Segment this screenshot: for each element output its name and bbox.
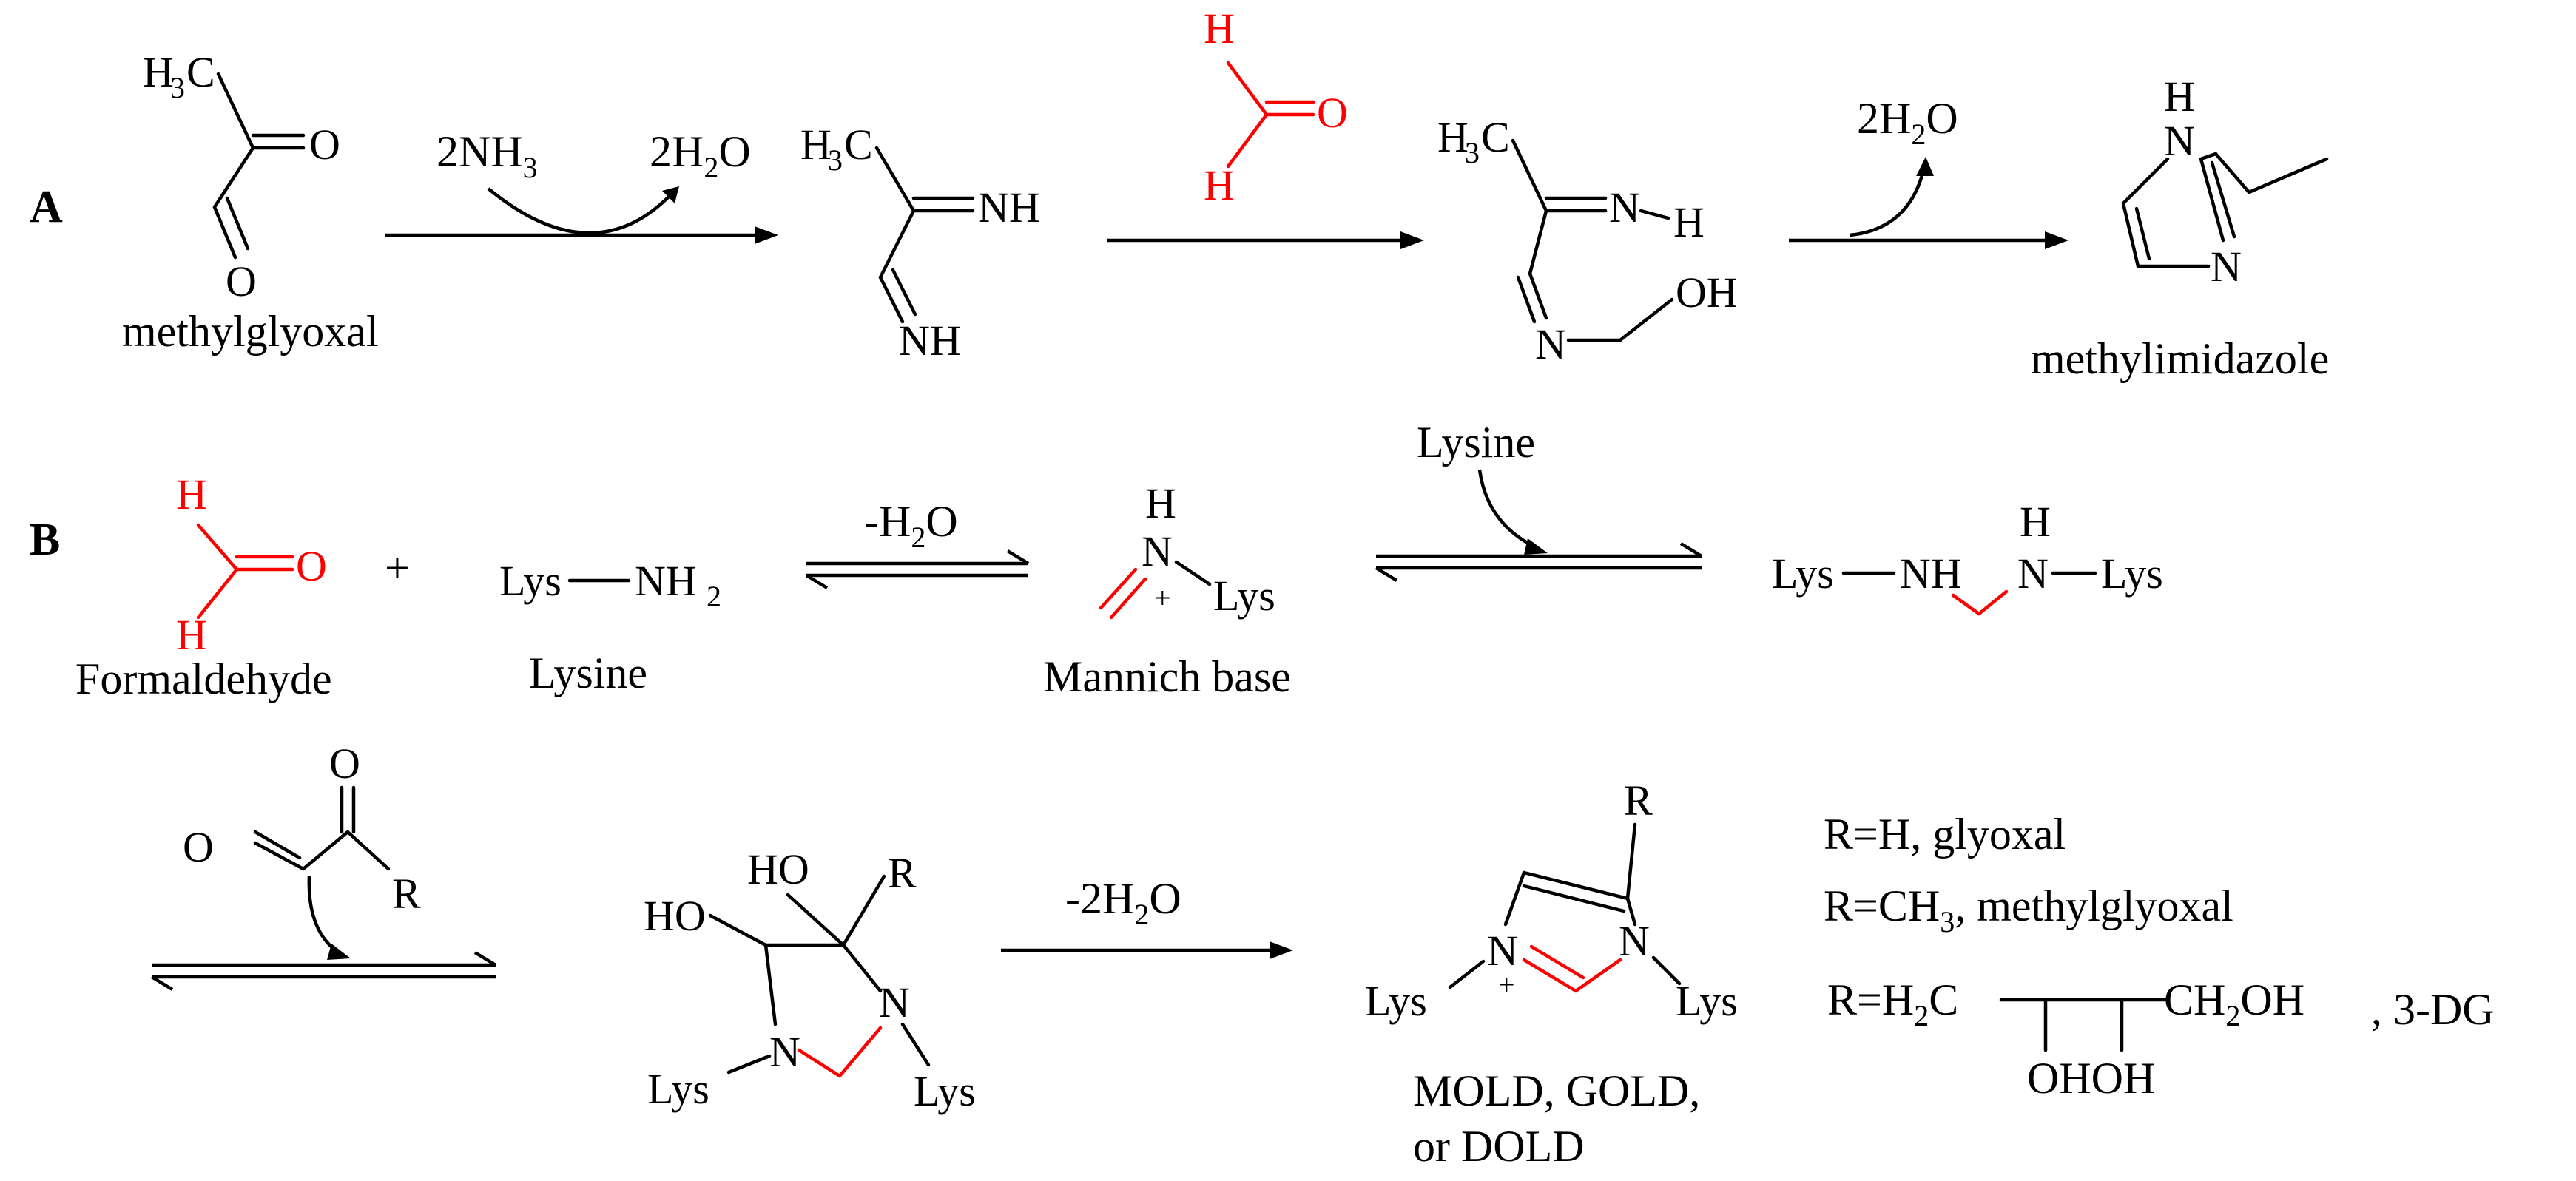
product-label-line2: or DOLD [1413, 1122, 1585, 1171]
methylimidazole-label: methylimidazole [2031, 334, 2329, 383]
svg-text:N: N [1609, 183, 1640, 231]
svg-text:Lys: Lys [914, 1067, 976, 1115]
svg-text:CH2OH: CH2OH [2164, 975, 2304, 1032]
svg-text:OH: OH [1676, 268, 1738, 317]
svg-text:R: R [888, 849, 917, 897]
svg-text:C: C [844, 121, 873, 169]
svg-text:HO: HO [747, 845, 809, 893]
svg-text:, 3-DG: , 3-DG [2371, 985, 2495, 1034]
svg-text:+: + [1498, 968, 1515, 1001]
diol-structure: HO HO R N N Lys Lys [644, 845, 976, 1115]
svg-text:HO: HO [644, 892, 706, 940]
svg-text:NH: NH [978, 183, 1040, 231]
svg-text:H: H [1145, 479, 1176, 527]
ammonia-reagent: 2NH3 [436, 127, 538, 184]
product-label-line1: MOLD, GOLD, [1413, 1066, 1700, 1115]
imidazolium-structure: R N + N Lys Lys [1365, 776, 1738, 1025]
svg-text:C: C [1481, 113, 1510, 161]
svg-text:N: N [1487, 927, 1518, 975]
svg-text:H: H [2020, 498, 2051, 546]
svg-text:N: N [2164, 117, 2195, 165]
svg-text:Lys: Lys [1213, 572, 1275, 620]
svg-text:Lys: Lys [647, 1065, 709, 1113]
mannich-base-label: Mannich base [1043, 652, 1291, 701]
svg-text:N: N [769, 1028, 800, 1076]
methyl-sub: 3 [170, 71, 185, 104]
svg-text:N: N [2211, 243, 2242, 291]
svg-text:R=H2C: R=H2C [1827, 975, 1958, 1032]
svg-text:H: H [1437, 113, 1469, 161]
equilibrium-arrow-b3 [150, 876, 497, 991]
methylglyoxal-label: methylglyoxal [122, 307, 379, 356]
ketone-o: O [309, 121, 340, 169]
svg-text:H: H [1673, 198, 1705, 246]
water-loss-1: -H2O [864, 497, 958, 554]
reaction-arrow-b4 [1001, 941, 1293, 959]
svg-text:OHOH: OHOH [2027, 1054, 2155, 1103]
svg-text:NH: NH [1900, 549, 1962, 598]
svg-text:Lys: Lys [2101, 549, 2163, 598]
lysine-structure: Lys NH 2 [499, 557, 721, 613]
svg-text:2: 2 [707, 580, 721, 613]
svg-text:Lys: Lys [1365, 977, 1427, 1025]
panel-b-label: B [30, 515, 60, 565]
dicarbonyl-structure: O O R [183, 740, 421, 918]
svg-text:N: N [879, 978, 910, 1026]
diimine-structure: H 3 C NH NH [800, 121, 1040, 365]
svg-text:R: R [1624, 776, 1653, 825]
svg-text:R: R [392, 870, 421, 918]
formaldehyde-label: Formaldehyde [75, 654, 332, 703]
water-product-2: 2H2O [1857, 94, 1958, 151]
svg-text:H: H [1204, 4, 1235, 53]
legend-glyoxal: R=H, glyoxal [1824, 810, 2066, 859]
svg-text:NH: NH [899, 317, 961, 365]
aldehyde-o: O [226, 257, 257, 305]
svg-text:H: H [2164, 72, 2195, 121]
lysine-label: Lysine [529, 649, 647, 697]
equilibrium-arrow-b1 [805, 549, 1030, 589]
svg-text:NH: NH [635, 557, 697, 605]
crosslink-structure: Lys NH H N Lys [1772, 498, 2163, 616]
legend-methylglyoxal: R=CH3, methylglyoxal [1824, 881, 2233, 938]
mannich-base-structure: H N + Lys [1099, 479, 1275, 620]
svg-text:H: H [176, 611, 207, 659]
water-product-1: 2H2O [650, 127, 751, 184]
panel-a-label: A [30, 182, 63, 232]
svg-text:O: O [183, 823, 214, 871]
svg-text:H: H [176, 470, 207, 518]
svg-text:Lys: Lys [499, 557, 562, 605]
equilibrium-arrow-b2 [1375, 469, 1703, 582]
methyl-h: H [143, 48, 174, 96]
svg-text:O: O [329, 740, 360, 788]
svg-text:3: 3 [828, 143, 843, 177]
svg-text:N: N [1142, 527, 1173, 575]
lysine-reagent: Lysine [1417, 418, 1535, 467]
reaction-arrow-a1 [385, 186, 778, 244]
plus-sign: + [385, 544, 410, 592]
formaldehyde-reagent-a: H O H [1204, 4, 1348, 209]
methyl-c: C [186, 48, 215, 96]
svg-text:N: N [2017, 549, 2049, 598]
water-loss-2: -2H2O [1065, 874, 1181, 931]
reaction-arrow-a2 [1107, 231, 1424, 249]
svg-text:3: 3 [1465, 136, 1480, 169]
svg-text:Lys: Lys [1772, 549, 1834, 598]
svg-text:+: + [1154, 581, 1171, 615]
svg-text:H: H [800, 121, 832, 169]
svg-text:H: H [1204, 161, 1235, 209]
formaldehyde-structure-b: H O H [176, 470, 327, 659]
svg-text:N: N [1535, 320, 1566, 368]
svg-text:O: O [296, 542, 327, 590]
methylimidazole-structure: H N N [2121, 72, 2329, 291]
methylglyoxal-structure: H 3 C O O [143, 48, 340, 305]
svg-text:Lys: Lys [1676, 977, 1738, 1025]
svg-text:O: O [1317, 89, 1348, 137]
reaction-arrow-a3 [1789, 157, 2068, 249]
hemiaminal-structure: H 3 C N H N OH [1437, 113, 1738, 368]
legend-3dg: R=H2C CH2OH , 3-DG OHOH [1827, 975, 2495, 1103]
